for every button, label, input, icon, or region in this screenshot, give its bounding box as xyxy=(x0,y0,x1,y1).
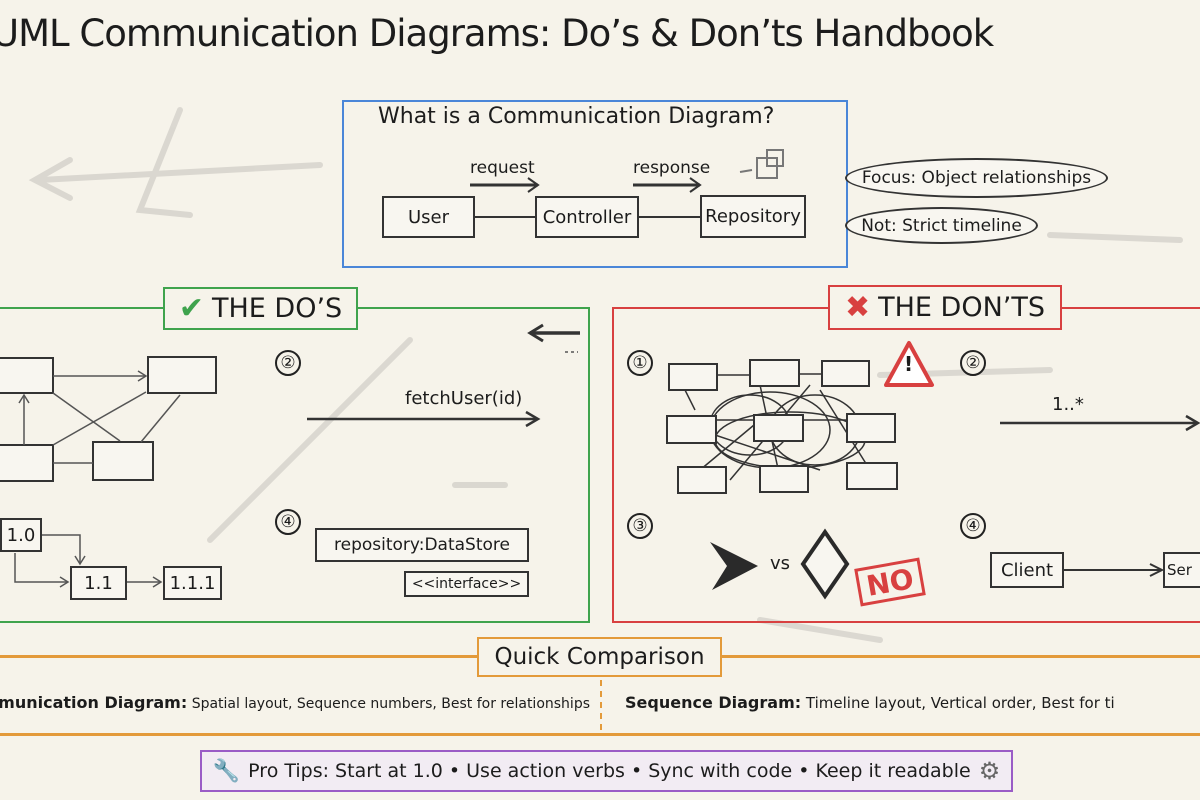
sequence-box-1-1: 1.1 xyxy=(70,566,127,600)
comparison-divider xyxy=(600,680,602,730)
object-controller: Controller xyxy=(535,196,639,238)
object-server: Ser xyxy=(1163,552,1200,588)
donts-heading-text: THE DON’TS xyxy=(878,292,1046,323)
message-request: request xyxy=(470,158,535,178)
what-is-heading: What is a Communication Diagram? xyxy=(368,104,785,129)
cross-icon: ✖ xyxy=(844,290,871,325)
dos-heading: ✔ THE DO’S xyxy=(163,287,358,330)
message-fetchuser: fetchUser(id) xyxy=(405,388,523,409)
note-focus: Focus: Object relationships xyxy=(845,158,1108,198)
stereotype-box: <<interface>> xyxy=(404,571,529,597)
comparison-right: Sequence Diagram: Timeline layout, Verti… xyxy=(625,693,1115,712)
object-user: User xyxy=(382,196,475,238)
checkmark-icon: ✔ xyxy=(178,291,204,326)
warning-mark: ! xyxy=(904,352,914,376)
donts-number-3: ③ xyxy=(627,513,653,539)
pro-tips-banner: 🔧 Pro Tips: Start at 1.0 • Use action ve… xyxy=(200,750,1013,792)
note-not: Not: Strict timeline xyxy=(845,207,1038,244)
donts-number-1: ① xyxy=(627,350,653,376)
comparison-left: Communication Diagram: Spatial layout, S… xyxy=(0,693,590,712)
comparison-bottom-rule xyxy=(0,733,1200,736)
object-repository: Repository xyxy=(700,195,806,238)
dos-number-4: ④ xyxy=(275,509,301,535)
comparison-right-title: Sequence Diagram: xyxy=(625,693,802,712)
page-title: UML Communication Diagrams: Do’s & Don’t… xyxy=(0,12,994,55)
message-response: response xyxy=(633,158,711,178)
pro-tips-text: Pro Tips: Start at 1.0 • Use action verb… xyxy=(248,760,971,782)
donts-number-2: ② xyxy=(960,350,986,376)
wrench-icon: 🔧 xyxy=(212,758,241,784)
multiplicity-label: 1..* xyxy=(1052,394,1084,415)
vs-label: vs xyxy=(770,553,791,574)
donts-number-4: ④ xyxy=(960,513,986,539)
dos-number-2: ② xyxy=(275,350,301,376)
dos-heading-text: THE DO’S xyxy=(211,293,343,324)
gear-icon: ⚙ xyxy=(978,757,1001,785)
object-client: Client xyxy=(990,552,1064,588)
comparison-left-title: Communication Diagram: xyxy=(0,693,188,712)
comparison-right-text: Timeline layout, Vertical order, Best fo… xyxy=(805,694,1115,712)
comparison-heading: Quick Comparison xyxy=(477,637,722,677)
donts-heading: ✖ THE DON’TS xyxy=(828,285,1062,330)
object-name-box: repository:DataStore xyxy=(315,528,529,562)
comparison-left-text: Spatial layout, Sequence numbers, Best f… xyxy=(191,696,590,712)
what-is-panel xyxy=(342,100,848,268)
sequence-box-1-1-1: 1.1.1 xyxy=(163,566,222,600)
sequence-box-1-0: 1.0 xyxy=(0,518,42,552)
